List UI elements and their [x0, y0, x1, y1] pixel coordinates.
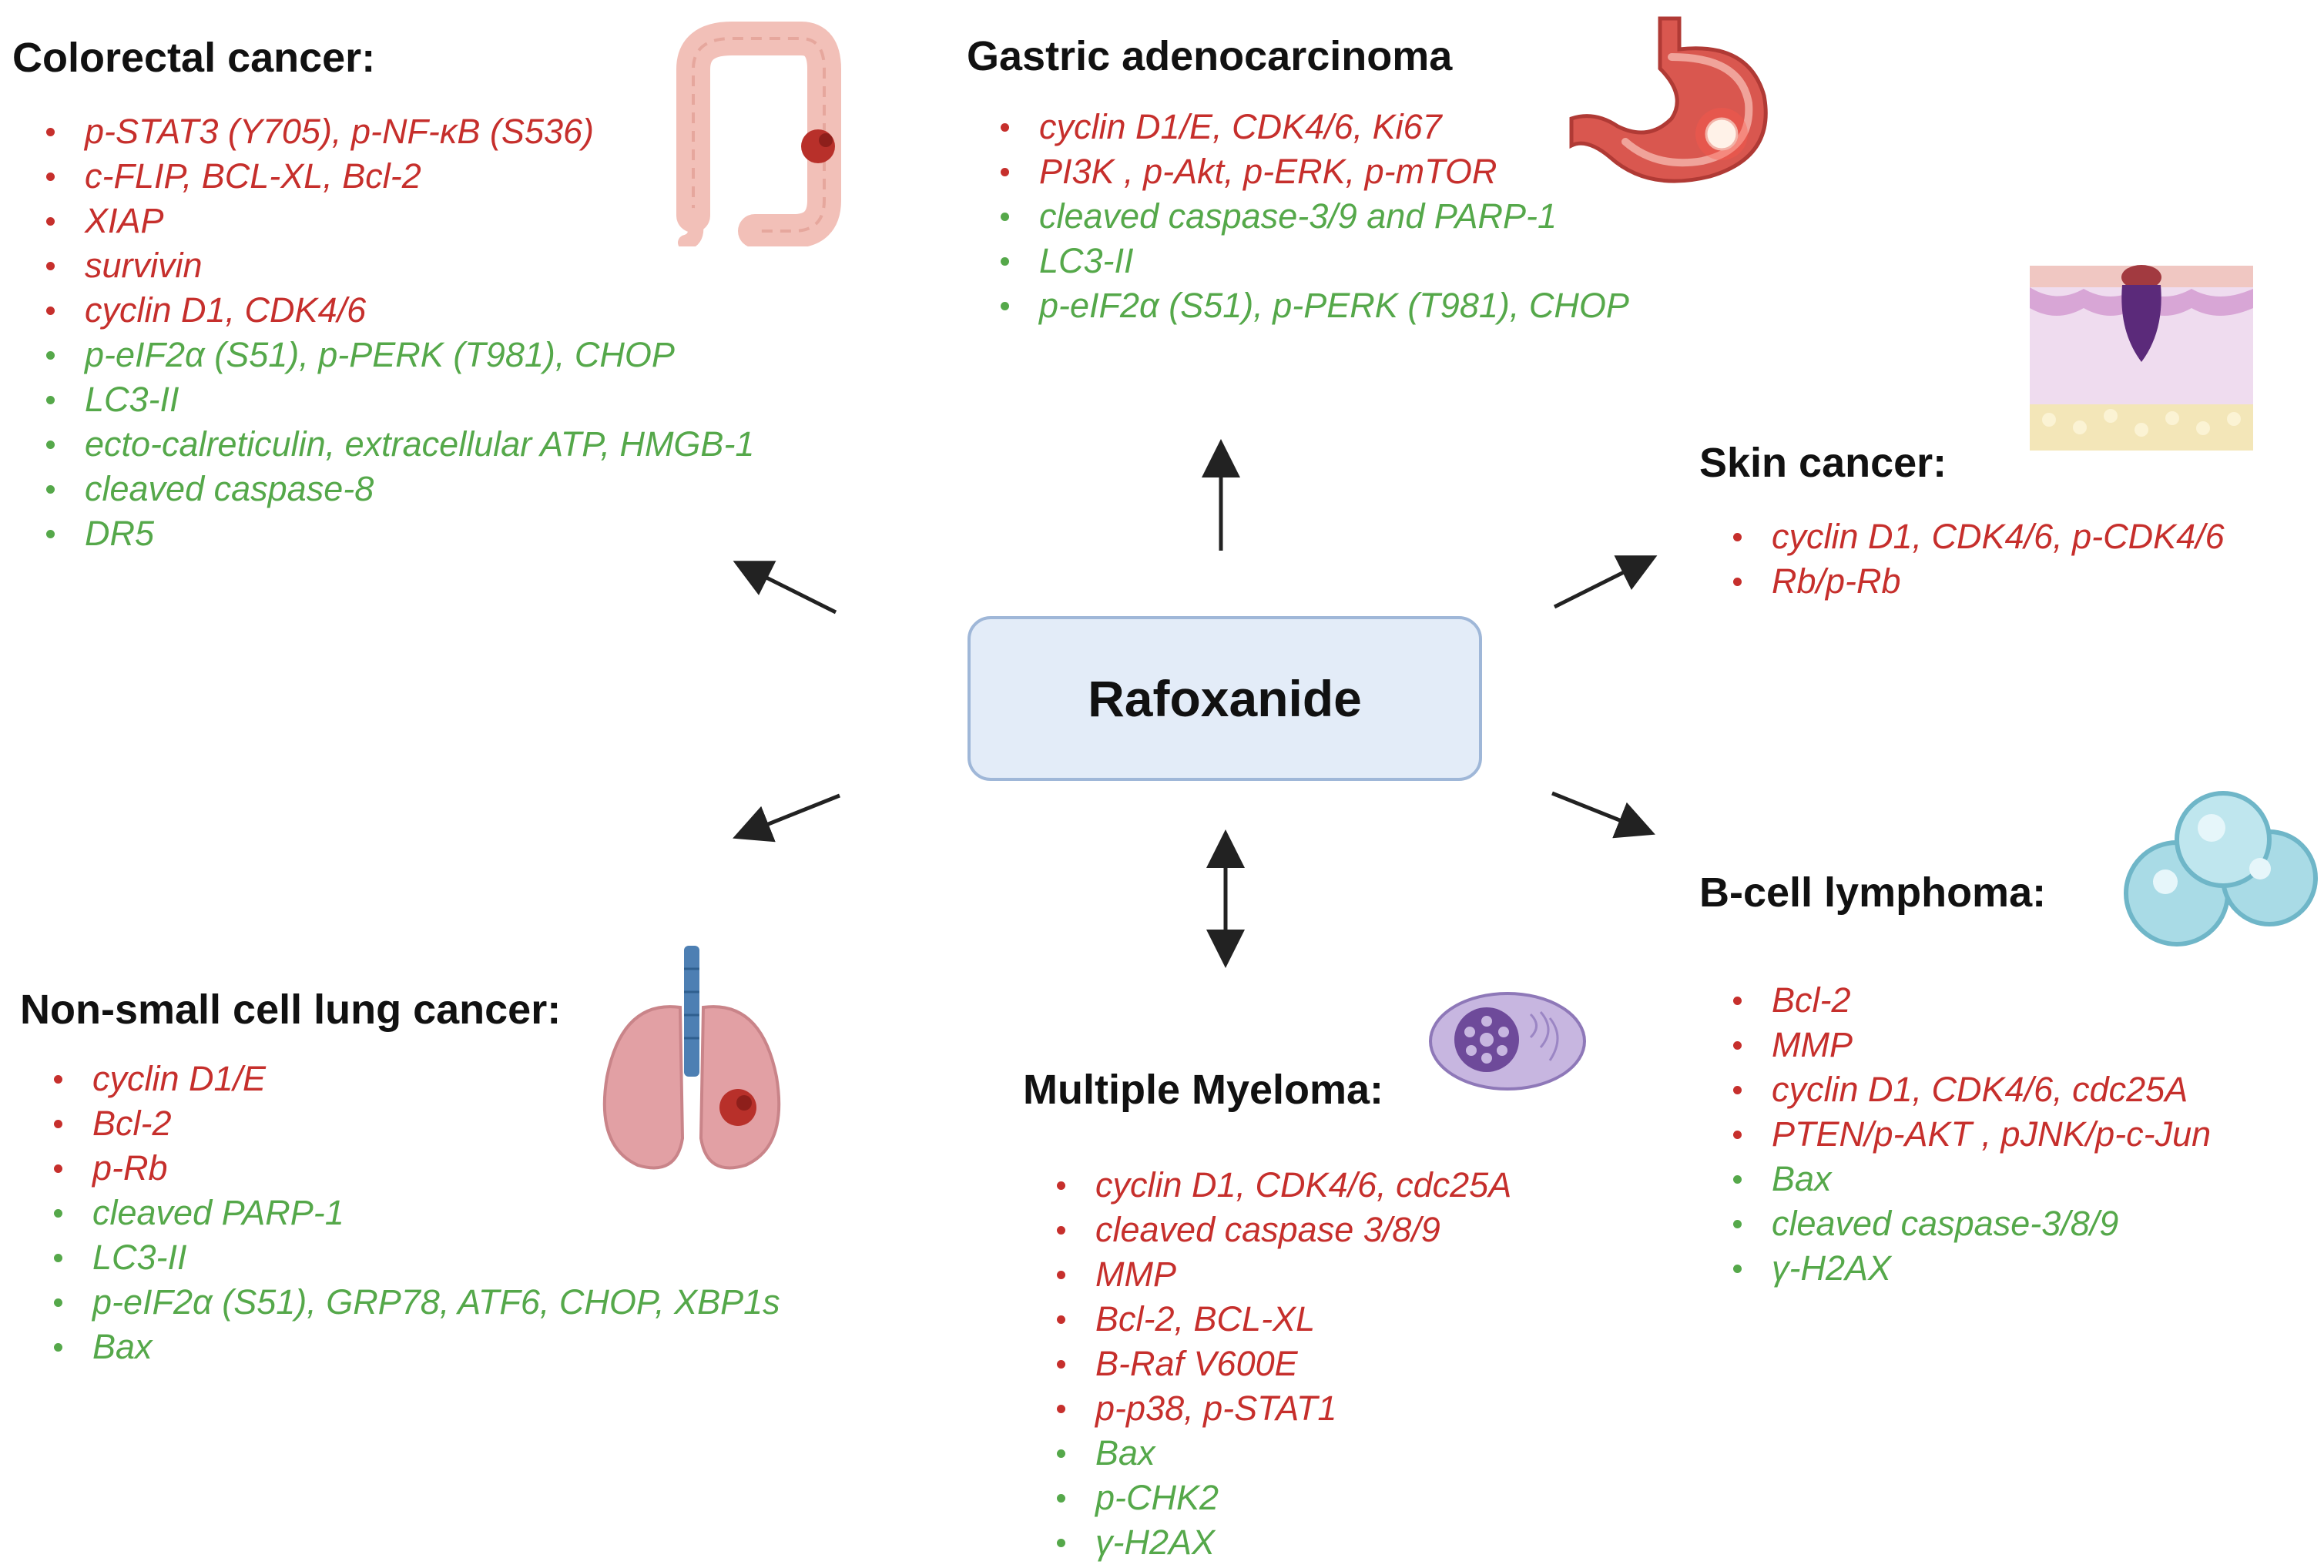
gastric-heading: Gastric adenocarcinoma: [967, 33, 1453, 79]
bcell-heading: B-cell lymphoma:: [1699, 869, 2047, 916]
skin-heading: Skin cancer:: [1699, 440, 1947, 486]
list-item: p-p38, p-STAT1: [1054, 1386, 1511, 1431]
list-item: MMP: [1054, 1252, 1511, 1297]
list-item: γ-H2AX: [1054, 1520, 1511, 1565]
list-item: c-FLIP, BCL-XL, Bcl-2: [43, 154, 754, 199]
list-item: LC3-II: [998, 239, 1629, 283]
list-item: LC3-II: [51, 1235, 780, 1280]
center-label: Rafoxanide: [1088, 670, 1362, 727]
arrow-to-bcell: [1551, 791, 1655, 839]
list-item: cleaved caspase-8: [43, 467, 754, 511]
arrow-to-skin: [1553, 555, 1658, 609]
skin-icon: [2030, 265, 2253, 451]
list-item: p-eIF2α (S51), GRP78, ATF6, CHOP, XBP1s: [51, 1280, 780, 1325]
nsclc-block: Non-small cell lung cancer: cyclin D1/E …: [20, 986, 780, 1369]
list-item: Bcl-2: [51, 1101, 780, 1146]
list-item: Bax: [1054, 1431, 1511, 1476]
gastric-list: cyclin D1/E, CDK4/6, Ki67 PI3K , p-Akt, …: [998, 105, 1629, 328]
skin-block: Skin cancer: cyclin D1, CDK4/6, p-CDK4/6…: [1699, 439, 2225, 604]
nsclc-list: cyclin D1/E Bcl-2 p-Rb cleaved PARP-1 LC…: [51, 1057, 780, 1369]
list-item: PI3K , p-Akt, p-ERK, p-mTOR: [998, 149, 1629, 194]
list-item: p-eIF2α (S51), p-PERK (T981), CHOP: [998, 283, 1629, 328]
list-item: p-eIF2α (S51), p-PERK (T981), CHOP: [43, 333, 754, 377]
list-item: cyclin D1, CDK4/6: [43, 288, 754, 333]
list-item: Bax: [51, 1325, 780, 1369]
myeloma-block: Multiple Myeloma: cyclin D1, CDK4/6, cdc…: [1023, 1066, 1511, 1565]
list-item: Rb/p-Rb: [1730, 559, 2225, 604]
bcell-block: B-cell lymphoma: Bcl-2 MMP cyclin D1, CD…: [1699, 869, 2211, 1291]
arrow-to-nsclc: [733, 793, 840, 843]
colorectal-block: Colorectal cancer: p-STAT3 (Y705), p-NF-…: [12, 34, 754, 556]
list-item: cleaved caspase 3/8/9: [1054, 1208, 1511, 1252]
arrow-to-colorectal: [733, 561, 837, 615]
myeloma-list: cyclin D1, CDK4/6, cdc25A cleaved caspas…: [1054, 1163, 1511, 1565]
list-item: p-STAT3 (Y705), p-NF-κB (S536): [43, 109, 754, 154]
bcell-list: Bcl-2 MMP cyclin D1, CDK4/6, cdc25A PTEN…: [1730, 978, 2211, 1291]
myeloma-heading: Multiple Myeloma:: [1023, 1067, 1384, 1113]
nsclc-heading: Non-small cell lung cancer:: [20, 987, 562, 1033]
list-item: p-CHK2: [1054, 1476, 1511, 1520]
list-item: cyclin D1/E, CDK4/6, Ki67: [998, 105, 1629, 149]
list-item: PTEN/p-AKT , pJNK/p-c-Jun: [1730, 1112, 2211, 1157]
list-item: p-Rb: [51, 1146, 780, 1191]
gastric-block: Gastric adenocarcinoma cyclin D1/E, CDK4…: [967, 32, 1629, 328]
list-item: cyclin D1, CDK4/6, p-CDK4/6: [1730, 514, 2225, 559]
list-item: cleaved caspase-3/8/9: [1730, 1201, 2211, 1246]
list-item: B-Raf V600E: [1054, 1342, 1511, 1386]
myeloma-cell-icon: [1429, 992, 1586, 1091]
colon-icon: [676, 22, 841, 246]
stomach-icon: [1569, 16, 1768, 183]
list-item: ecto-calreticulin, extracellular ATP, HM…: [43, 422, 754, 467]
colorectal-heading: Colorectal cancer:: [12, 35, 376, 81]
list-item: cleaved caspase-3/9 and PARP-1: [998, 194, 1629, 239]
list-item: DR5: [43, 511, 754, 556]
list-item: Bax: [1730, 1157, 2211, 1201]
colorectal-list: p-STAT3 (Y705), p-NF-κB (S536) c-FLIP, B…: [43, 109, 754, 556]
list-item: MMP: [1730, 1023, 2211, 1067]
list-item: cleaved PARP-1: [51, 1191, 780, 1235]
list-item: LC3-II: [43, 377, 754, 422]
list-item: Bcl-2: [1730, 978, 2211, 1023]
list-item: Bcl-2, BCL-XL: [1054, 1297, 1511, 1342]
list-item: XIAP: [43, 199, 754, 243]
list-item: cyclin D1, CDK4/6, cdc25A: [1054, 1163, 1511, 1208]
list-item: γ-H2AX: [1730, 1246, 2211, 1291]
skin-list: cyclin D1, CDK4/6, p-CDK4/6 Rb/p-Rb: [1730, 514, 2225, 604]
lung-icon: [602, 946, 781, 1170]
list-item: cyclin D1, CDK4/6, cdc25A: [1730, 1067, 2211, 1112]
b-cell-icon: [2124, 791, 2318, 946]
list-item: survivin: [43, 243, 754, 288]
list-item: cyclin D1/E: [51, 1057, 780, 1101]
center-box: Rafoxanide: [967, 616, 1482, 781]
